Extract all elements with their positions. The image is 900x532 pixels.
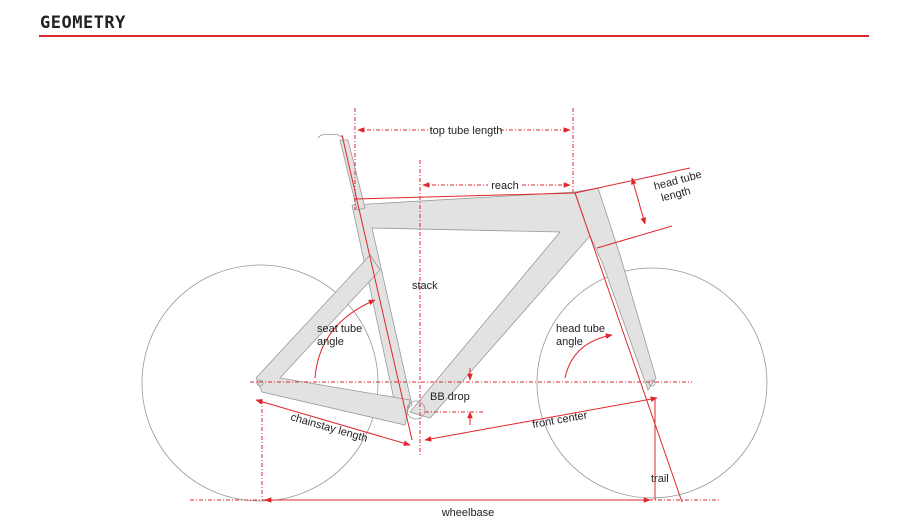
label-head-tube-angle-line2: angle — [556, 336, 583, 348]
label-stack: stack — [412, 280, 438, 292]
front-wheel — [536, 267, 768, 499]
label-chainstay-length: chainstay length — [289, 411, 369, 444]
rear-wheel — [141, 264, 379, 502]
page-title: GEOMETRY — [40, 13, 126, 33]
measurement-lines — [190, 108, 720, 503]
label-head-tube-angle-line1: head tube — [556, 323, 605, 335]
label-wheelbase: wheelbase — [441, 507, 495, 519]
label-front-center: front center — [531, 409, 588, 431]
label-seat-tube-angle-line2: angle — [317, 336, 344, 348]
label-bb-drop: BB drop — [430, 391, 470, 403]
title-underline — [39, 35, 869, 37]
label-top-tube-length: top tube length — [430, 125, 503, 137]
label-trail: trail — [651, 473, 669, 485]
label-reach: reach — [491, 180, 519, 192]
bike-frame — [255, 133, 657, 426]
label-seat-tube-angle-line1: seat tube — [317, 323, 362, 335]
